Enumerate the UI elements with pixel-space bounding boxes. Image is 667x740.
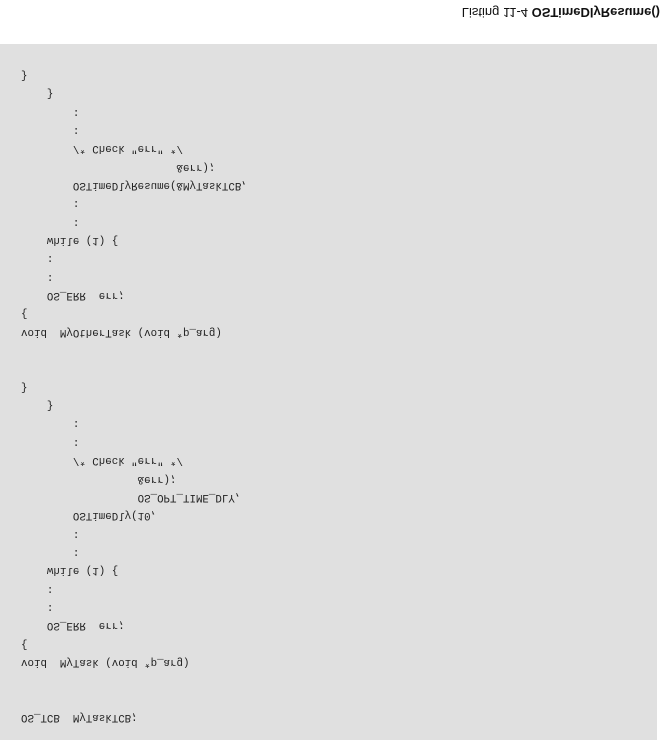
code-line: } — [21, 399, 54, 412]
caption-function-name: OSTimeDlyResume() — [531, 5, 660, 20]
code-line: : — [21, 417, 80, 430]
code-line — [21, 671, 248, 689]
code-line: OS_OPT_TIME_DLY, — [21, 490, 242, 503]
code-line: /* Check "err" */ — [21, 142, 183, 155]
code-line: OS_TCB MyTaskTCB; — [21, 711, 138, 723]
code-listing-box: OS_TCB MyTaskTCB; void MyTask (void *p_ar… — [0, 44, 657, 740]
code-line: void MyTask (void *p_arg) — [21, 655, 190, 668]
code-line: : — [21, 105, 80, 118]
code-line — [21, 689, 248, 707]
code-line: } — [21, 68, 28, 81]
code-line: : — [21, 124, 80, 136]
code-line: while (1) { — [21, 234, 119, 247]
code-line: OSTimeDlyResume(&MyTaskTCB, — [21, 179, 248, 192]
code-line: : — [21, 270, 54, 283]
code-line: : — [21, 435, 80, 448]
code-line: /* Check "err" */ — [21, 454, 183, 467]
code-line: : — [21, 527, 80, 540]
code-line: { — [21, 637, 28, 650]
code-line — [21, 359, 248, 377]
code-line: OSTimeDly(10, — [21, 509, 158, 522]
code-line: OS_ERR err; — [21, 619, 125, 632]
code-line: } — [21, 380, 28, 393]
listing-caption: Listing 11-4 OSTimeDlyResume() — [462, 5, 660, 20]
code-line: : — [21, 215, 80, 228]
code-listing: OS_TCB MyTaskTCB; void MyTask (void *p_ar… — [21, 66, 248, 726]
code-line: : — [21, 600, 54, 613]
code-line — [21, 341, 248, 359]
code-line: while (1) { — [21, 564, 119, 577]
code-line: &err); — [21, 472, 177, 485]
code-line: : — [21, 252, 54, 265]
code-line: : — [21, 545, 80, 558]
code-line: void MyOtherTask (void *p_arg) — [21, 325, 222, 338]
code-line: { — [21, 307, 28, 320]
code-line: } — [21, 87, 54, 100]
code-line: : — [21, 582, 54, 595]
caption-prefix: Listing 11-4 — [461, 5, 532, 20]
code-line: &err); — [21, 160, 216, 173]
code-line: OS_ERR err; — [21, 289, 125, 302]
code-line: : — [21, 197, 80, 210]
